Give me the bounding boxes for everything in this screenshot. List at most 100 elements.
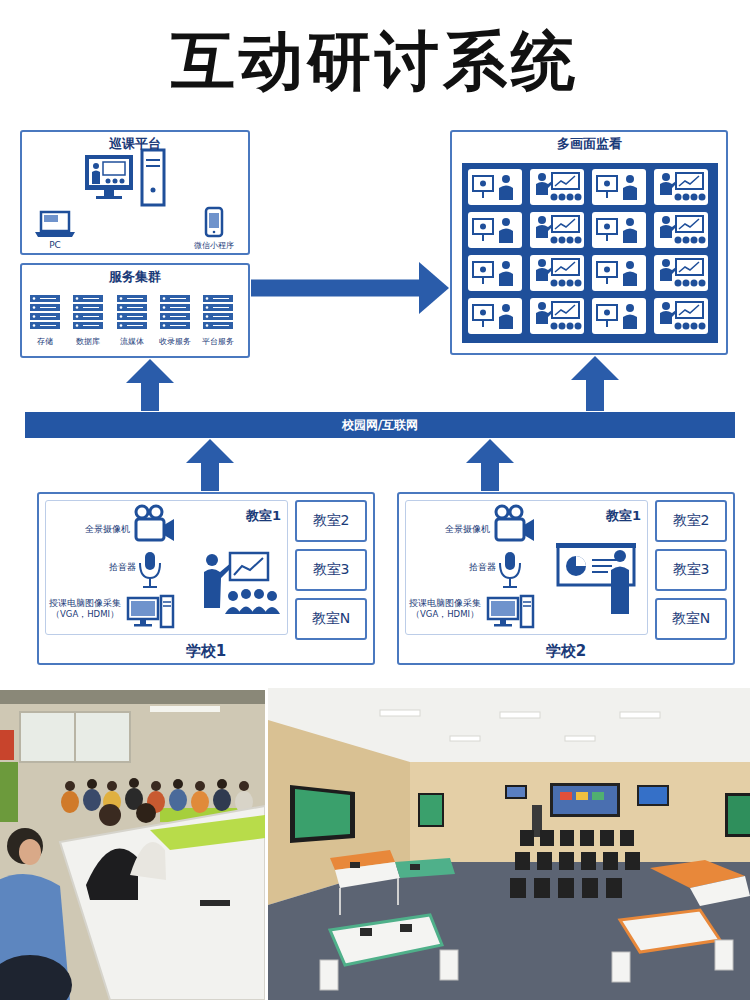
server-icons: [160, 295, 190, 329]
monitor-wall: [536, 302, 582, 330]
equipment-label: 拾音器: [80, 562, 136, 573]
photo-workshop: [0, 690, 265, 704]
monitor-icon: [103, 162, 125, 175]
photo-workshop: [74, 712, 76, 762]
flow-arrow: [571, 356, 619, 411]
monitor-wall: [536, 259, 582, 287]
photo-classroom: [268, 688, 750, 1000]
monitor-icon: [89, 159, 129, 185]
monitor-icon: [146, 165, 160, 167]
server-label: 数据库: [67, 336, 109, 347]
monitor-wall: [530, 169, 584, 205]
monitor-wall: [536, 173, 582, 201]
photo-classroom: [290, 785, 355, 843]
monitor-wall: [462, 163, 718, 343]
photo-workshop: [61, 791, 79, 813]
photo-classroom: [620, 910, 720, 952]
photo-classroom: [540, 830, 554, 846]
photo-classroom: [580, 830, 594, 846]
photo-classroom: [537, 852, 552, 870]
node-label: 教室1: [606, 507, 641, 525]
monitor-wall: [473, 261, 513, 286]
photo-classroom: [600, 830, 614, 846]
photo-workshop: [0, 955, 72, 1000]
teacher-students-icon: [234, 558, 263, 575]
node-label: 学校2: [399, 642, 733, 661]
photo-classroom: [620, 712, 660, 718]
photo-workshop: [136, 803, 156, 823]
arrow-shaft: [586, 378, 604, 411]
flow-arrow: [126, 359, 174, 411]
photo-workshop: [195, 781, 205, 791]
photo-classroom: [268, 862, 750, 1000]
monitor-wall: [468, 255, 522, 291]
photo-workshop: [200, 900, 230, 906]
photo-workshop: [0, 730, 14, 760]
monitor-box: 多画面监看: [450, 130, 728, 355]
monitor-wall: [654, 255, 708, 291]
photo-classroom: [576, 792, 588, 800]
classroom-box: 教室N: [295, 598, 367, 640]
phone-icon: [206, 208, 222, 236]
monitor-wall: [473, 175, 513, 200]
laptop-icon: [41, 212, 69, 231]
monitor-wall: [462, 163, 718, 343]
photo-classroom: [510, 878, 526, 898]
monitor-wall: [660, 216, 706, 244]
photo-workshop: [19, 839, 41, 865]
flow-arrow: [186, 439, 234, 491]
photo-workshop: [169, 789, 187, 811]
monitor-wall: [592, 169, 646, 205]
arrow-head: [126, 359, 174, 383]
monitor-wall: [660, 302, 706, 330]
photo-classroom: [637, 785, 669, 806]
teacher-students-icon: [251, 607, 267, 615]
node-label: 教室3: [313, 561, 350, 579]
photo-classroom: [380, 710, 420, 716]
photo-classroom: [715, 940, 733, 970]
photo-workshop: [7, 828, 43, 864]
monitor-wall: [536, 216, 582, 244]
photo-classroom: [550, 783, 620, 817]
teacher-board-icon: [566, 556, 586, 576]
photo-classroom: [507, 787, 525, 797]
photo-workshop: [65, 781, 75, 791]
monitor-icon: [146, 159, 160, 161]
photo-classroom: [612, 952, 630, 982]
server-label: 存储: [24, 336, 66, 347]
photo-classroom: [581, 852, 596, 870]
photo-classroom: [268, 688, 750, 1000]
laptop-icon: [35, 232, 75, 237]
classroom-box: 教室2: [295, 500, 367, 542]
node-label: 教室N: [672, 610, 710, 628]
photo-classroom: [606, 878, 622, 898]
arrow-shaft: [251, 280, 421, 297]
photo-workshop: [213, 789, 231, 811]
monitor-wall: [530, 255, 584, 291]
monitor-wall: [592, 212, 646, 248]
photo-classroom: [395, 858, 455, 878]
server-label: 平台服务: [197, 336, 239, 347]
equipment-label: 拾音器: [440, 562, 496, 573]
photo-classroom: [559, 852, 574, 870]
laptop-icon: [44, 215, 58, 222]
photo-workshop: [20, 712, 130, 762]
monitor-icon: [113, 179, 118, 184]
equipment-label: 授课电脑图像采集 （VGA，HDMI）: [406, 598, 484, 620]
photo-workshop: [83, 789, 101, 811]
teacher-students-icon: [254, 589, 264, 599]
teacher-board-icon: [556, 543, 636, 548]
monitor-wall: [468, 169, 522, 205]
photo-classroom: [690, 876, 750, 906]
server-icons: [30, 295, 60, 329]
photo-workshop: [86, 849, 138, 900]
photo-classroom: [418, 793, 444, 827]
node-label: 教室2: [313, 512, 350, 530]
arrow-head: [419, 262, 449, 314]
photo-classroom: [625, 852, 640, 870]
monitor-icon: [104, 190, 114, 196]
photo-classroom: [410, 864, 420, 870]
platform-box: 巡课平台: [20, 130, 250, 255]
monitor-wall: [592, 298, 646, 334]
photo-workshop: [60, 806, 265, 1000]
